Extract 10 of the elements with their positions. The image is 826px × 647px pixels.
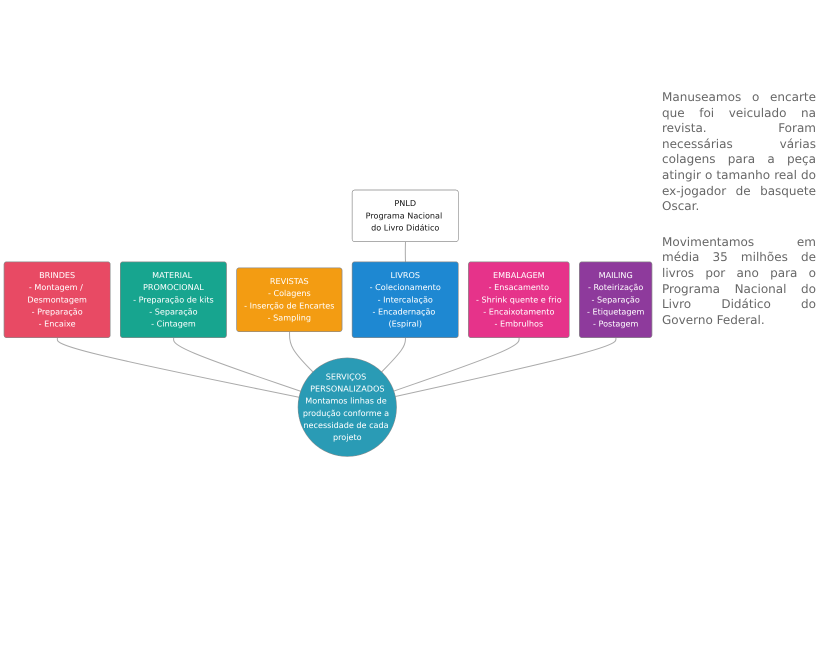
connector <box>289 332 314 372</box>
connector <box>404 242 406 262</box>
connector <box>173 338 301 392</box>
note-text: Manuseamos o encarte que foi veiculado na revista. Foram necessárias várias colagens para a peça atingir o tamanho real do ex-jogador de basquete Oscar. <box>662 90 816 215</box>
connector <box>381 338 406 372</box>
node-circle: SERVIÇOS PERSONALIZADOS Montamos linhas de produção conforme a necessidade de cada projeto <box>298 358 397 457</box>
connector <box>394 338 520 392</box>
note-text: Movimentamos em média 35 milhões de livros por ano para o Programa Nacional do Livro Didático do Governo Federal. <box>662 234 816 328</box>
connector <box>395 338 616 398</box>
connector <box>56 338 300 398</box>
